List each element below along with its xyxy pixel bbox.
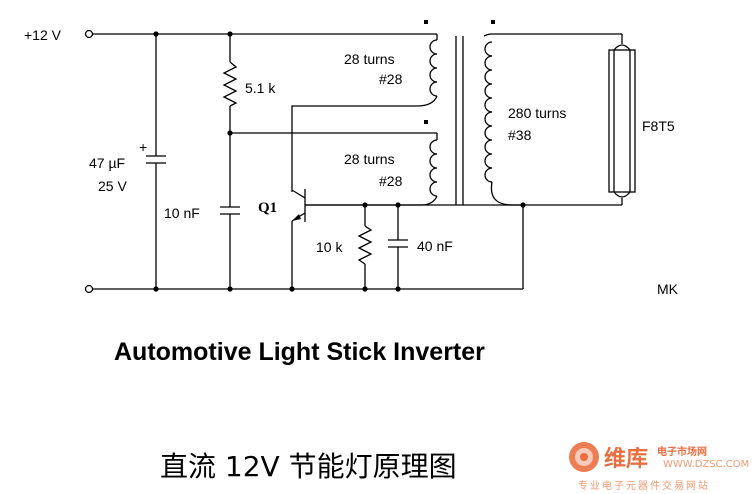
lamp-label: F8T5 [642,118,675,134]
plus-sign: + [139,139,147,155]
primary-turns-label: 28 turns [344,51,395,67]
ground-terminal [84,284,94,294]
watermark-url: WWW.DZSC.COM [663,459,749,470]
timing-cap-label: 10 nF [164,205,200,221]
watermark-brand-sub: 电子市场网 [657,445,707,458]
transistor-label: Q1 [258,200,277,216]
watermark-slogan: 专业电子元器件交易网站 [578,479,710,492]
r2-label: 10 k [316,239,343,255]
secondary-wire-label: #38 [508,127,532,143]
site-watermark: 维库 电子市场网 WWW.DZSC.COM 专业电子元器件交易网站 [569,442,749,492]
feedback-wire-label: #28 [379,173,403,189]
diagram-title: Automotive Light Stick Inverter [114,338,485,366]
transformer-core [455,36,464,205]
primary-wire-label: #28 [379,71,403,87]
watermark-brand: 维库 [604,446,648,472]
supply-terminal [84,29,94,39]
chinese-caption: 直流 12V 节能灯原理图 [160,450,457,483]
brand-logo-icon [569,442,599,472]
supply-label: +12 V [24,27,62,43]
timing-capacitor [220,206,240,289]
r1-label: 5.1 k [245,80,276,96]
bulk-cap-value: 47 µF [89,155,125,171]
primary-winding [291,20,438,192]
feedback-turns-label: 28 turns [344,151,395,167]
secondary-turns-label: 280 turns [508,105,566,121]
transistor-q1 [291,189,306,289]
lamp-tube [608,34,636,205]
bulk-capacitor [146,34,166,289]
author-label: MK [657,281,679,297]
base-cap-label: 40 nF [417,238,453,254]
feedback-resistor [222,34,238,207]
base-network [305,204,523,289]
bulk-cap-voltage: 25 V [98,178,127,194]
